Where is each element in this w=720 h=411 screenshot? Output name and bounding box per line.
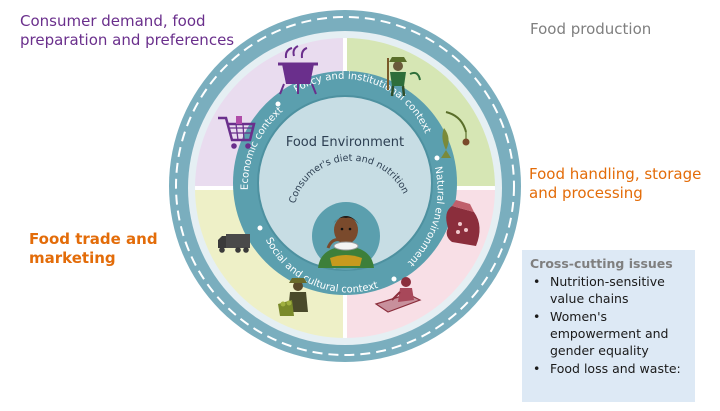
shopping-cart-icon <box>218 116 256 149</box>
list-item: Food loss and waste: <box>530 361 687 378</box>
food-environment-title: Food Environment <box>286 135 404 150</box>
list-item: Women's empowerment and gender equality <box>530 309 687 359</box>
separator-dot <box>434 155 440 161</box>
cross-cutting-issues-list: Nutrition-sensitive value chains Women's… <box>530 274 687 378</box>
separator-dot <box>257 225 263 231</box>
fishing-icon <box>441 111 470 158</box>
consumer-demand-label: Consumer demand, food preparation and pr… <box>20 12 235 50</box>
food-environment-disc <box>258 96 432 270</box>
grain-sack-icon <box>446 200 480 246</box>
separator-dot <box>391 276 397 282</box>
outer-ring-dashes <box>175 16 515 356</box>
cooking-pot-icon <box>278 45 318 95</box>
food-system-title: Food System <box>288 0 405 11</box>
delivery-truck-icon <box>218 234 250 253</box>
child-eating-icon <box>312 202 380 270</box>
vendor-icon <box>278 278 308 316</box>
farmer-icon <box>387 57 421 97</box>
food-handling-label: Food handling, storage and processing <box>529 165 702 203</box>
food-production-label: Food production <box>530 20 652 38</box>
cross-cutting-issues-box: Cross-cutting issues Nutrition-sensitive… <box>522 250 695 402</box>
list-item: Nutrition-sensitive value chains <box>530 274 687 307</box>
food-trade-label: Food trade and marketing <box>29 230 158 268</box>
separator-dot <box>275 101 281 107</box>
processing-worker-icon <box>374 277 422 313</box>
cross-cutting-issues-title: Cross-cutting issues <box>530 256 673 271</box>
